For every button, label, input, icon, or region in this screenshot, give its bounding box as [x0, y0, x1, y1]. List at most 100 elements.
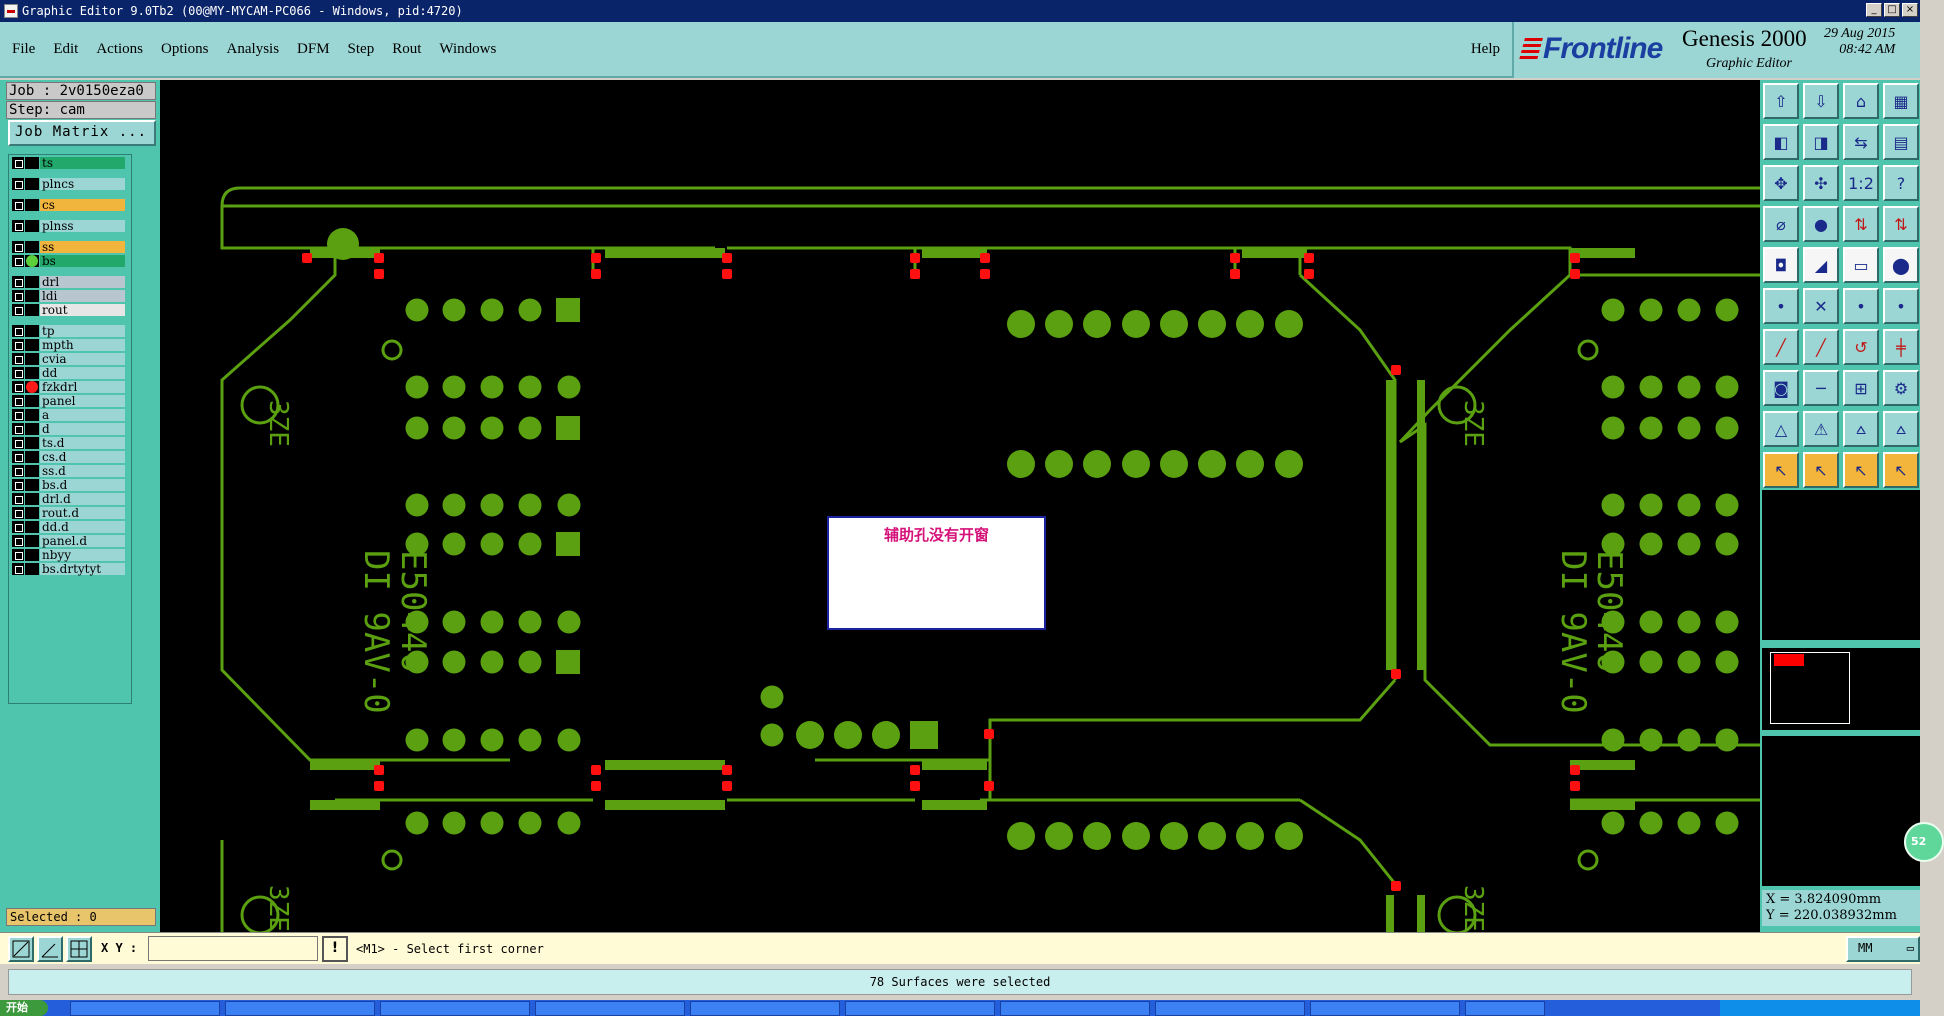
tool-node-3-button[interactable]: •: [1883, 288, 1919, 324]
taskbar-item[interactable]: [690, 1001, 840, 1016]
layer-checkbox[interactable]: [12, 325, 24, 337]
tool-line-2-button[interactable]: ╱: [1803, 329, 1839, 365]
tool-frame-right-button[interactable]: ◨: [1803, 124, 1839, 160]
tool-help-button[interactable]: ?: [1883, 165, 1919, 201]
snap-angle-button[interactable]: [37, 936, 63, 962]
layer-name[interactable]: plnss: [40, 220, 125, 232]
layer-status-swatch[interactable]: [25, 367, 39, 379]
layer-name[interactable]: a: [40, 409, 125, 421]
taskbar-item[interactable]: [1000, 1001, 1150, 1016]
tool-stack-button[interactable]: ▤: [1883, 124, 1919, 160]
layer-name[interactable]: panel.d: [40, 535, 125, 547]
layer-checkbox[interactable]: [12, 549, 24, 561]
layer-row[interactable]: ss.d: [11, 465, 131, 478]
layer-status-swatch[interactable]: [25, 549, 39, 561]
layer-checkbox[interactable]: [12, 255, 24, 267]
layer-row[interactable]: ss: [11, 241, 131, 254]
tool-mirror-button[interactable]: ◢: [1803, 247, 1839, 283]
layer-row[interactable]: panel.d: [11, 535, 131, 548]
layer-row[interactable]: a: [11, 409, 131, 422]
taskbar-item[interactable]: [1465, 1001, 1545, 1016]
layer-row[interactable]: drl.d: [11, 493, 131, 506]
layer-name[interactable]: cs: [40, 199, 125, 211]
snap-off-button[interactable]: [8, 936, 34, 962]
taskbar-item[interactable]: [70, 1001, 220, 1016]
layer-status-swatch[interactable]: [25, 395, 39, 407]
tool-dot-button[interactable]: ●: [1803, 206, 1839, 242]
pcb-drawing[interactable]: DI 9AV-0 E50440 3ZE DI 9AV-0 E50440 3ZE …: [160, 80, 1760, 935]
layer-status-swatch[interactable]: [25, 255, 39, 267]
tool-measure-2-button[interactable]: ⇅: [1883, 206, 1919, 242]
layer-name[interactable]: drl.d: [40, 493, 125, 505]
overview-minimap[interactable]: [1762, 648, 1920, 730]
menu-dfm[interactable]: DFM: [297, 40, 330, 57]
tool-home-button[interactable]: ⌂: [1843, 83, 1879, 119]
layer-name[interactable]: ss: [40, 241, 125, 253]
tool-swap-button[interactable]: ⇆: [1843, 124, 1879, 160]
tool-pointer-4-button[interactable]: ↖: [1883, 452, 1919, 488]
layer-status-swatch[interactable]: [25, 507, 39, 519]
layer-checkbox[interactable]: [12, 381, 24, 393]
layer-row[interactable]: ts: [11, 157, 131, 170]
minimize-button[interactable]: _: [1866, 3, 1882, 17]
menu-actions[interactable]: Actions: [96, 40, 144, 57]
layer-checkbox[interactable]: [12, 507, 24, 519]
tool-settings-button[interactable]: ⚙: [1883, 370, 1919, 406]
layer-row[interactable]: panel: [11, 395, 131, 408]
tool-warning-button[interactable]: ⚠: [1803, 411, 1839, 447]
tool-segment-button[interactable]: ─: [1803, 370, 1839, 406]
layer-row[interactable]: fzkdrl: [11, 381, 131, 394]
layer-row[interactable]: d: [11, 423, 131, 436]
tool-frame-left-button[interactable]: ◧: [1763, 124, 1799, 160]
layer-status-swatch[interactable]: [25, 157, 39, 169]
layer-status-swatch[interactable]: [25, 423, 39, 435]
taskbar-item[interactable]: [535, 1001, 685, 1016]
layer-row[interactable]: tp: [11, 325, 131, 338]
layer-row[interactable]: plnss: [11, 220, 131, 233]
tool-triangle-button[interactable]: △: [1763, 411, 1799, 447]
tool-box-button[interactable]: ⊞: [1843, 370, 1879, 406]
layer-row[interactable]: dd: [11, 367, 131, 380]
layer-status-swatch[interactable]: [25, 521, 39, 533]
layer-name[interactable]: rout: [40, 304, 125, 316]
layer-checkbox[interactable]: [12, 493, 24, 505]
layer-checkbox[interactable]: [12, 423, 24, 435]
layer-name[interactable]: nbyy: [40, 549, 125, 561]
floating-badge[interactable]: 52: [1904, 822, 1944, 862]
layer-name[interactable]: ldi: [40, 290, 125, 302]
layer-row[interactable]: cvia: [11, 353, 131, 366]
layer-checkbox[interactable]: [12, 395, 24, 407]
taskbar-item[interactable]: [1310, 1001, 1460, 1016]
layer-row[interactable]: mpth: [11, 339, 131, 352]
tool-pointer-2-button[interactable]: ↖: [1803, 452, 1839, 488]
layer-status-swatch[interactable]: [25, 353, 39, 365]
maximize-button[interactable]: □: [1884, 3, 1900, 17]
layer-status-swatch[interactable]: [25, 535, 39, 547]
layer-row[interactable]: drl: [11, 276, 131, 289]
layer-status-swatch[interactable]: [25, 241, 39, 253]
tool-move-down-button[interactable]: ⇩: [1803, 83, 1839, 119]
close-button[interactable]: ×: [1902, 3, 1918, 17]
layer-status-swatch[interactable]: [25, 451, 39, 463]
taskbar-item[interactable]: [1155, 1001, 1305, 1016]
layer-name[interactable]: ss.d: [40, 465, 125, 477]
tool-pad-button[interactable]: ◘: [1763, 247, 1799, 283]
exclamation-button[interactable]: !: [322, 936, 348, 962]
layer-checkbox[interactable]: [12, 451, 24, 463]
tool-line-button[interactable]: ╱: [1763, 329, 1799, 365]
layer-status-swatch[interactable]: [25, 563, 39, 575]
menu-edit[interactable]: Edit: [53, 40, 79, 57]
layer-status-swatch[interactable]: [25, 339, 39, 351]
layer-checkbox[interactable]: [12, 353, 24, 365]
menu-help[interactable]: Help: [1470, 41, 1500, 57]
layer-checkbox[interactable]: [12, 367, 24, 379]
layer-row[interactable]: nbyy: [11, 549, 131, 562]
layer-checkbox[interactable]: [12, 437, 24, 449]
layer-status-swatch[interactable]: [25, 437, 39, 449]
layer-status-swatch[interactable]: [25, 199, 39, 211]
layer-name[interactable]: cvia: [40, 353, 125, 365]
layer-checkbox[interactable]: [12, 220, 24, 232]
layer-name[interactable]: fzkdrl: [40, 381, 125, 393]
layer-checkbox[interactable]: [12, 465, 24, 477]
graphic-canvas[interactable]: DI 9AV-0 E50440 3ZE DI 9AV-0 E50440 3ZE …: [160, 80, 1760, 935]
